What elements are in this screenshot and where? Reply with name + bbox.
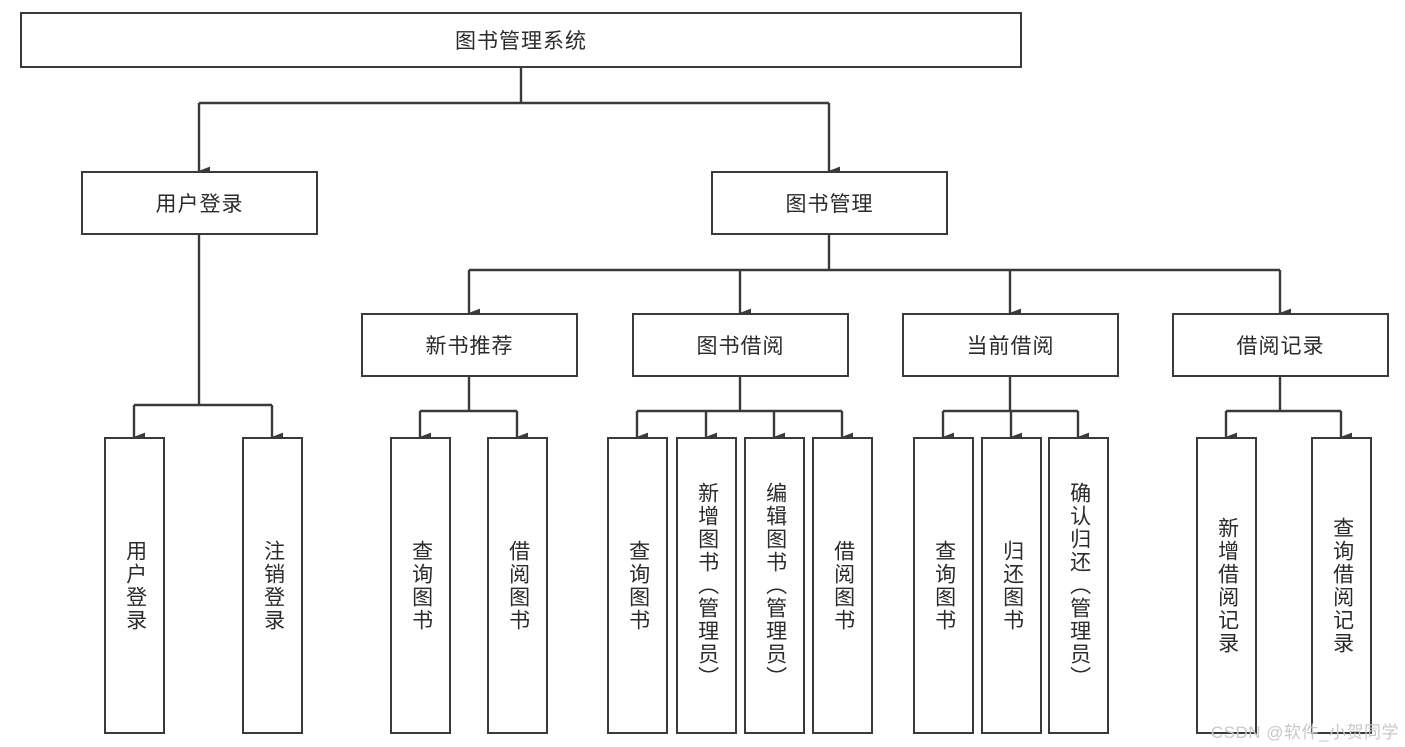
node-leaf-borrow-book-1-label: 借阅图书 bbox=[506, 539, 530, 632]
node-new-book-recommend-label: 新书推荐 bbox=[425, 335, 514, 358]
node-leaf-query-book-1[interactable]: 查询图书 bbox=[390, 437, 451, 734]
watermark: CSDN @软件_小贺同学 bbox=[1210, 723, 1399, 742]
node-leaf-borrow-book-2[interactable]: 借阅图书 bbox=[812, 437, 873, 734]
node-leaf-return-book[interactable]: 归还图书 bbox=[981, 437, 1042, 734]
node-new-book-recommend[interactable]: 新书推荐 bbox=[361, 313, 578, 377]
node-leaf-edit-book[interactable]: 编辑图书（管理员） bbox=[744, 437, 805, 734]
node-leaf-add-book-label: 新增图书（管理员） bbox=[695, 482, 719, 689]
node-book-management-label: 图书管理 bbox=[785, 193, 874, 216]
node-leaf-query-record[interactable]: 查询借阅记录 bbox=[1311, 437, 1372, 734]
node-leaf-borrow-book-1[interactable]: 借阅图书 bbox=[487, 437, 548, 734]
node-user-login[interactable]: 用户登录 bbox=[81, 171, 318, 235]
node-leaf-confirm-return[interactable]: 确认归还（管理员） bbox=[1048, 437, 1109, 734]
node-leaf-user-login-label: 用户登录 bbox=[123, 539, 147, 632]
node-borrow-record-label: 借阅记录 bbox=[1236, 335, 1325, 358]
node-leaf-return-book-label: 归还图书 bbox=[1000, 539, 1024, 632]
node-user-login-label: 用户登录 bbox=[155, 193, 244, 216]
node-leaf-query-book-3-label: 查询图书 bbox=[932, 539, 956, 632]
node-root-label: 图书管理系统 bbox=[455, 30, 587, 53]
node-leaf-logout-label: 注销登录 bbox=[261, 539, 285, 632]
node-current-borrow[interactable]: 当前借阅 bbox=[902, 313, 1119, 377]
node-borrow-record[interactable]: 借阅记录 bbox=[1172, 313, 1389, 377]
node-leaf-add-record-label: 新增借阅记录 bbox=[1215, 516, 1239, 655]
node-leaf-query-book-3[interactable]: 查询图书 bbox=[913, 437, 974, 734]
node-book-borrow[interactable]: 图书借阅 bbox=[632, 313, 849, 377]
node-current-borrow-label: 当前借阅 bbox=[966, 335, 1055, 358]
node-leaf-query-book-2-label: 查询图书 bbox=[626, 539, 650, 632]
node-leaf-add-record[interactable]: 新增借阅记录 bbox=[1196, 437, 1257, 734]
node-root[interactable]: 图书管理系统 bbox=[20, 12, 1022, 68]
node-leaf-edit-book-label: 编辑图书（管理员） bbox=[763, 482, 787, 689]
node-leaf-add-book[interactable]: 新增图书（管理员） bbox=[676, 437, 737, 734]
node-leaf-query-book-1-label: 查询图书 bbox=[409, 539, 433, 632]
node-book-borrow-label: 图书借阅 bbox=[696, 335, 785, 358]
node-leaf-query-record-label: 查询借阅记录 bbox=[1330, 516, 1354, 655]
node-leaf-query-book-2[interactable]: 查询图书 bbox=[607, 437, 668, 734]
node-leaf-user-login[interactable]: 用户登录 bbox=[104, 437, 165, 734]
node-book-management[interactable]: 图书管理 bbox=[711, 171, 948, 235]
node-leaf-borrow-book-2-label: 借阅图书 bbox=[831, 539, 855, 632]
node-leaf-logout[interactable]: 注销登录 bbox=[242, 437, 303, 734]
node-leaf-confirm-return-label: 确认归还（管理员） bbox=[1067, 482, 1091, 689]
